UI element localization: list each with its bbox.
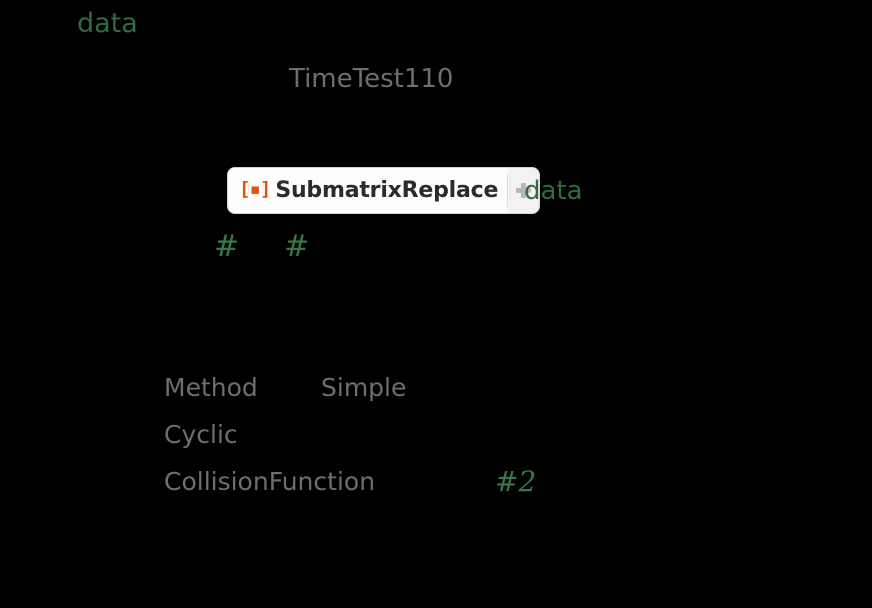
plus-icon (516, 183, 532, 198)
option-cyclic-name: Cyclic (164, 420, 238, 449)
assignment-symbol[interactable]: data (77, 8, 138, 39)
resource-function-main[interactable]: [▪] SubmatrixReplace (228, 168, 508, 213)
resource-function-icon: [▪] (239, 178, 271, 200)
resource-function-button[interactable]: [▪] SubmatrixReplace (227, 167, 541, 214)
option-method-name: Method (164, 373, 258, 402)
option-method-value: Simple (321, 373, 407, 402)
expand-button[interactable] (508, 168, 540, 213)
button-divider (507, 174, 509, 207)
resource-function-label: SubmatrixReplace (275, 177, 499, 203)
slot-symbol-second: # (284, 229, 310, 264)
timing-label: TimeTest110 (289, 64, 454, 94)
option-collision-name: CollisionFunction (164, 467, 376, 496)
slot-symbol-first: # (214, 229, 240, 264)
option-collision-value: #2 (495, 465, 537, 498)
argument-symbol[interactable]: data (524, 176, 583, 206)
